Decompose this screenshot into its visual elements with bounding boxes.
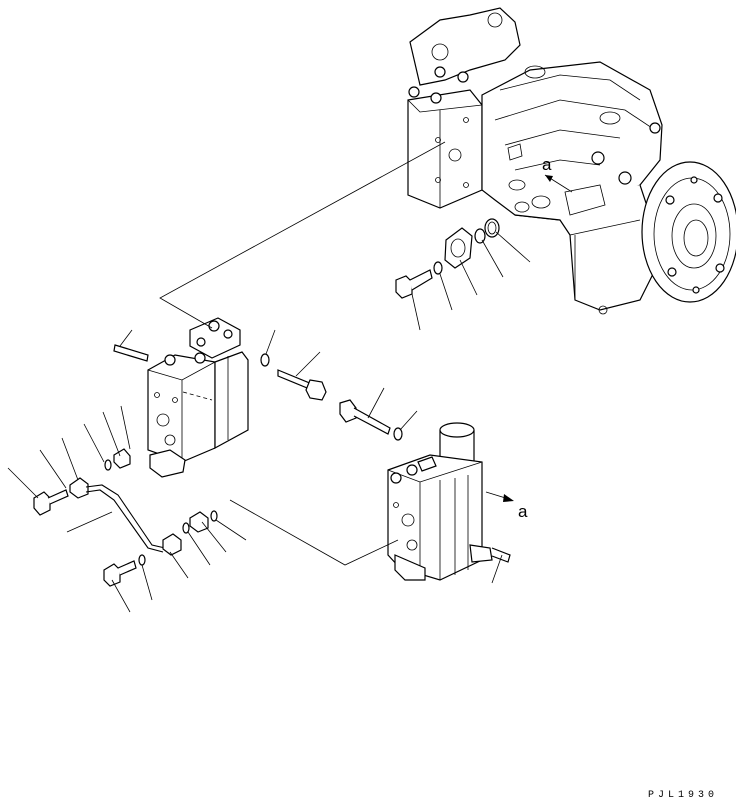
view-arrow-bottom: a — [485, 491, 528, 521]
drawing-code: PJL1930 — [648, 790, 718, 801]
control-valve — [387, 422, 511, 581]
small-parts-left — [33, 448, 218, 587]
view-arrow-top: a — [542, 155, 573, 193]
view-label-a-bottom: a — [518, 502, 528, 521]
left-valve-block — [113, 317, 249, 478]
assembly-lines — [159, 141, 446, 566]
view-label-a-top: a — [542, 155, 552, 174]
flange-parts — [395, 218, 500, 299]
main-pump-assembly — [407, 7, 736, 315]
leader-lines — [7, 231, 531, 613]
middle-bolts — [260, 353, 403, 441]
